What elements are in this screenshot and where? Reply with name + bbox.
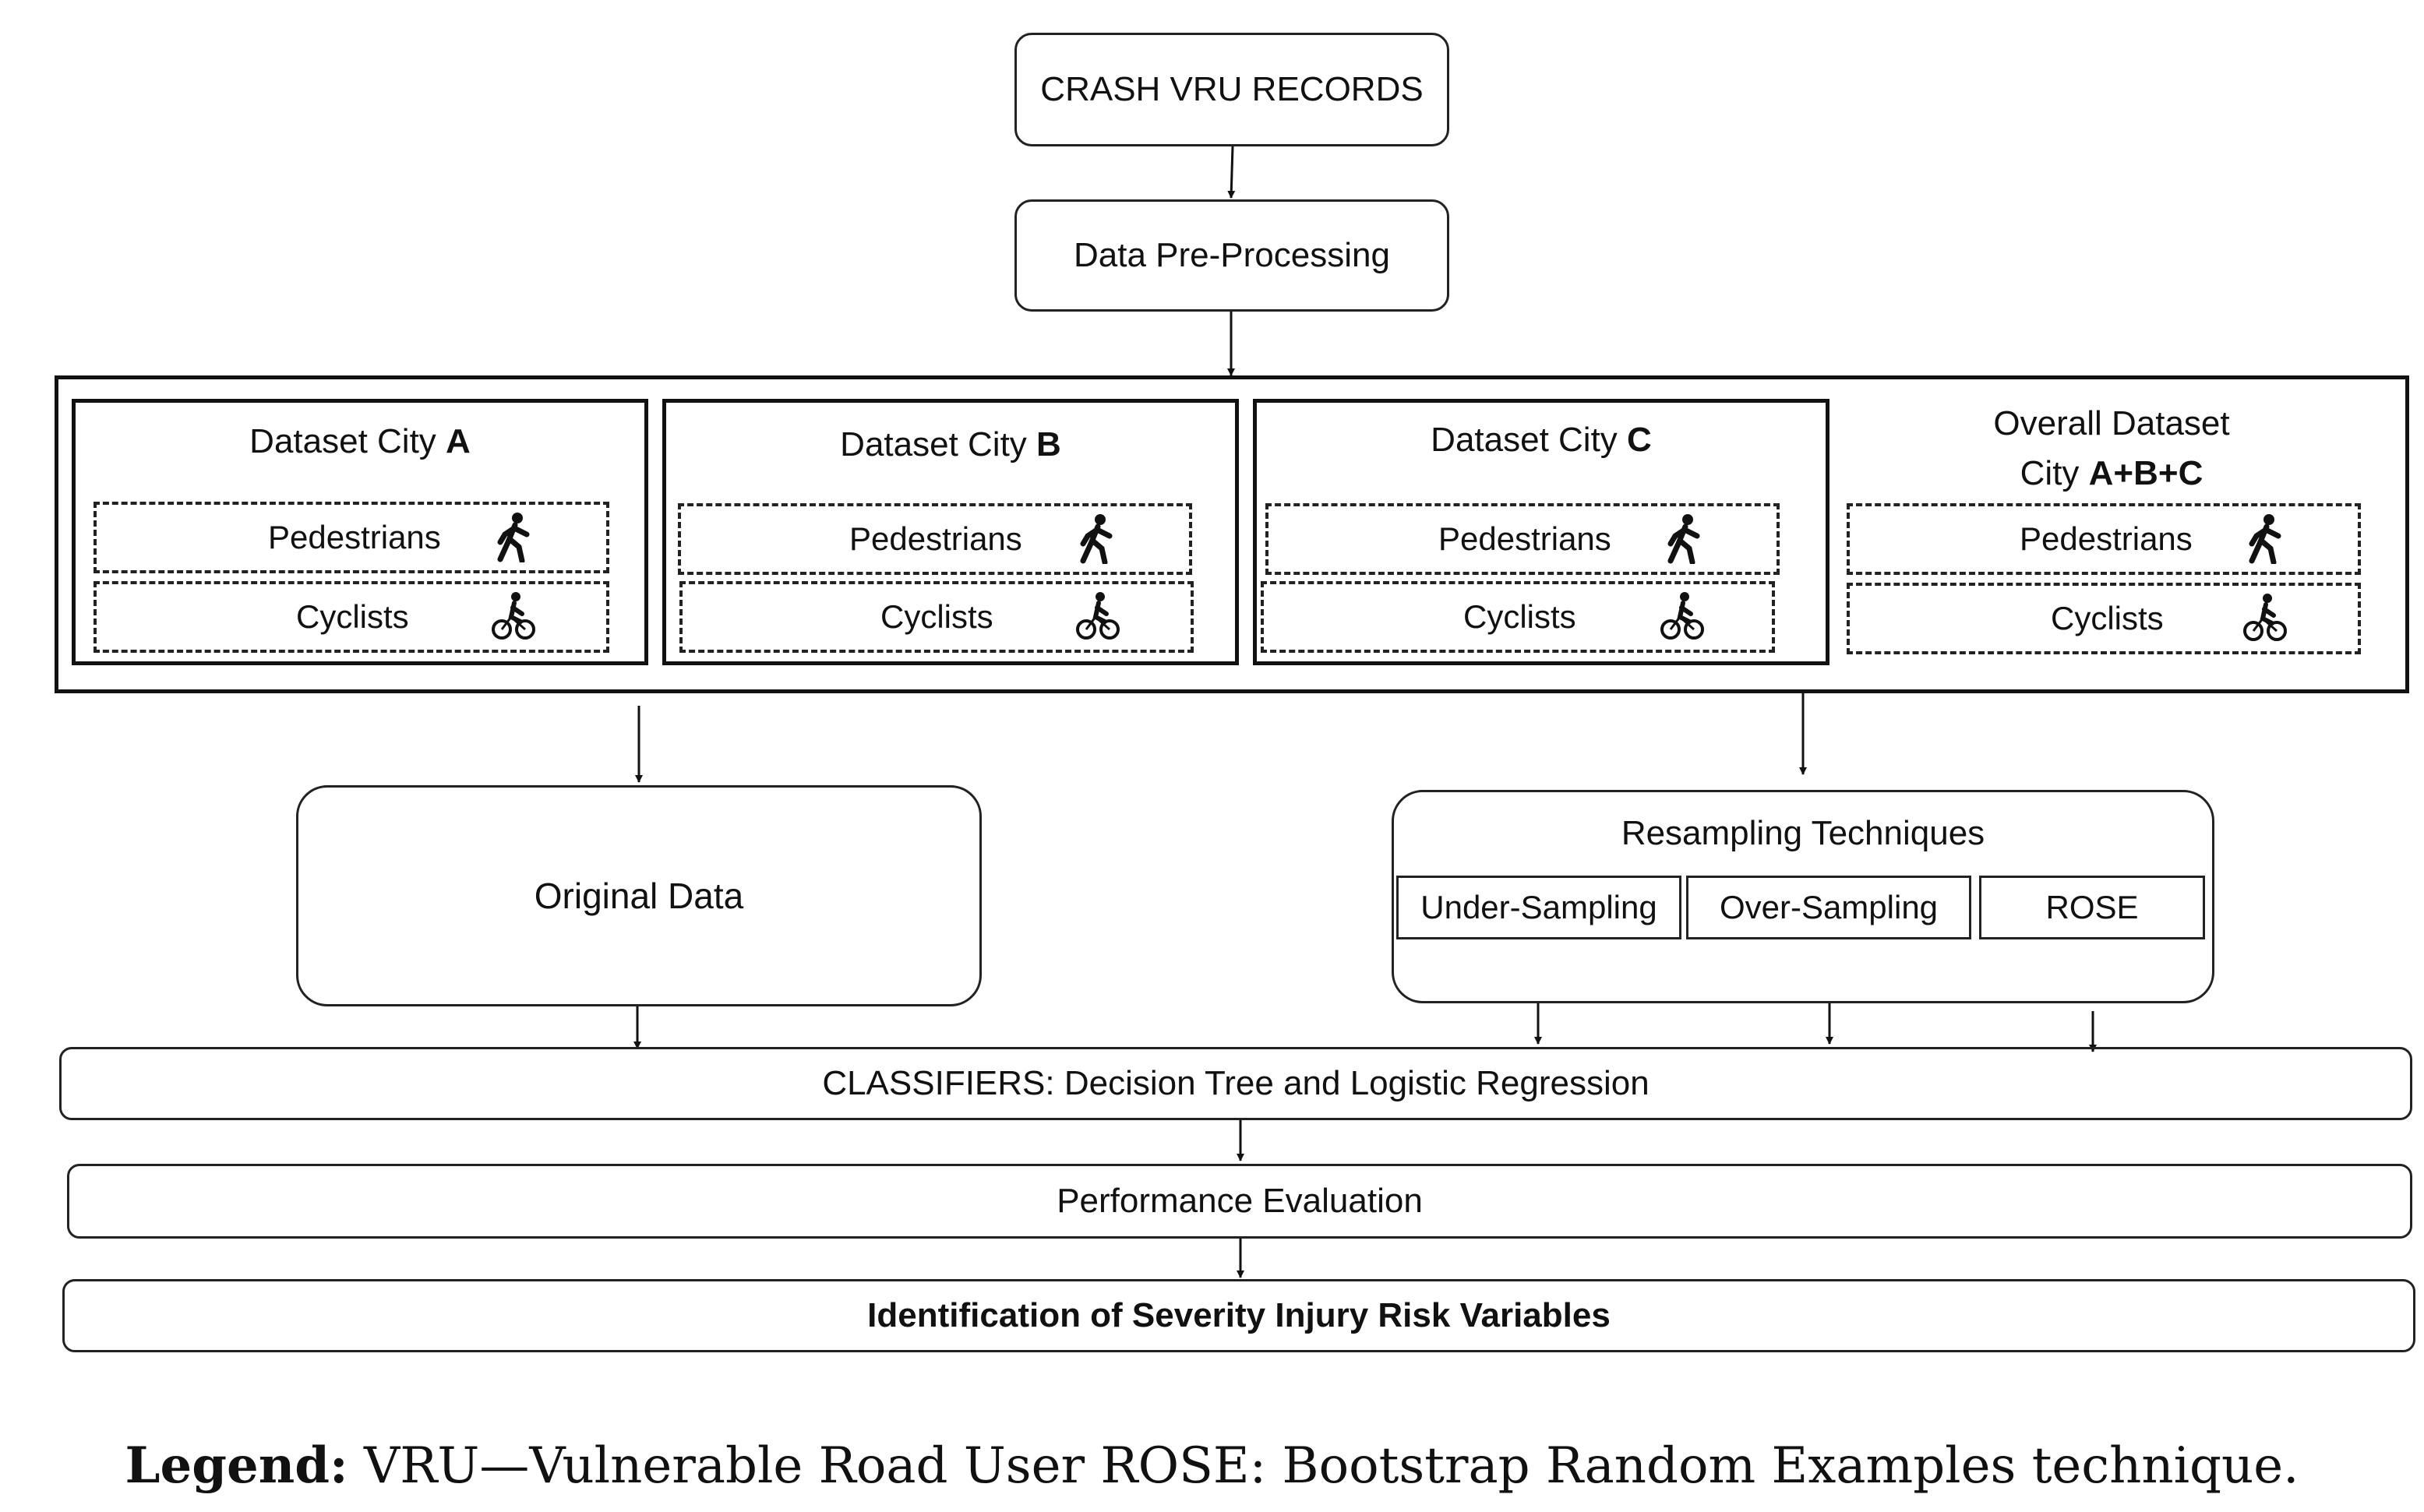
legend: Legend: VRU—Vulnerable Road User ROSE: B… bbox=[0, 1435, 2424, 1497]
overall-cyclists-row: Cyclists bbox=[1847, 583, 2361, 654]
cyclist-icon bbox=[1660, 592, 1704, 640]
performance-evaluation-label: Performance Evaluation bbox=[1057, 1182, 1423, 1220]
crash-vru-records-box: CRASH VRU RECORDS bbox=[1014, 33, 1449, 146]
data-preprocessing-label: Data Pre-Processing bbox=[1074, 236, 1390, 274]
rose-box: ROSE bbox=[1979, 876, 2205, 939]
identification-box: Identification of Severity Injury Risk V… bbox=[62, 1279, 2415, 1352]
city-b-pedestrians-label: Pedestrians bbox=[849, 520, 1022, 557]
datasets-container bbox=[55, 375, 2409, 693]
identification-label: Identification of Severity Injury Risk V… bbox=[867, 1296, 1611, 1334]
city-c-pedestrians-label: Pedestrians bbox=[1438, 520, 1611, 557]
over-sampling-label: Over-Sampling bbox=[1719, 889, 1939, 925]
dataset-overall: Overall Dataset City A+B+C bbox=[1831, 389, 2392, 502]
overall-cyclists-label: Cyclists bbox=[2051, 600, 2164, 636]
rose-label: ROSE bbox=[2045, 889, 2139, 925]
performance-evaluation-box: Performance Evaluation bbox=[67, 1164, 2412, 1239]
pedestrian-icon bbox=[2249, 514, 2281, 564]
dataset-city-c: Dataset City C bbox=[1253, 399, 1829, 665]
pedestrian-icon bbox=[1080, 514, 1113, 564]
data-preprocessing-box: Data Pre-Processing bbox=[1014, 199, 1449, 312]
over-sampling-box: Over-Sampling bbox=[1686, 876, 1971, 939]
under-sampling-box: Under-Sampling bbox=[1396, 876, 1681, 939]
city-a-cyclists-row: Cyclists bbox=[94, 581, 609, 653]
pedestrian-icon bbox=[497, 513, 530, 562]
dataset-overall-title-line1: Overall Dataset bbox=[1993, 404, 2230, 442]
legend-text: VRU—Vulnerable Road User ROSE: Bootstrap… bbox=[348, 1437, 2299, 1495]
classifiers-box: CLASSIFIERS: Decision Tree and Logistic … bbox=[59, 1047, 2412, 1120]
overall-pedestrians-label: Pedestrians bbox=[2020, 520, 2193, 557]
resampling-techniques-box: Resampling Techniques bbox=[1392, 790, 2214, 1003]
original-data-box: Original Data bbox=[296, 785, 982, 1006]
city-b-cyclists-row: Cyclists bbox=[679, 581, 1194, 653]
city-b-cyclists-label: Cyclists bbox=[880, 598, 993, 635]
city-a-pedestrians-row: Pedestrians bbox=[94, 502, 609, 573]
city-b-pedestrians-row: Pedestrians bbox=[678, 503, 1192, 575]
arrow-records-to-preprocessing bbox=[1227, 146, 1236, 199]
city-c-cyclists-row: Cyclists bbox=[1261, 581, 1775, 653]
classifiers-label: CLASSIFIERS: Decision Tree and Logistic … bbox=[822, 1064, 1650, 1102]
dataset-city-c-title: Dataset City C bbox=[1431, 421, 1652, 459]
city-c-pedestrians-row: Pedestrians bbox=[1265, 503, 1780, 575]
dataset-city-a-title: Dataset City A bbox=[249, 422, 471, 460]
cyclist-icon bbox=[1076, 592, 1120, 640]
dataset-city-a: Dataset City A bbox=[72, 399, 648, 665]
original-data-label: Original Data bbox=[534, 876, 744, 916]
overall-pedestrians-row: Pedestrians bbox=[1847, 503, 2361, 575]
legend-label: Legend: bbox=[125, 1436, 348, 1495]
dataset-city-b: Dataset City B bbox=[662, 399, 1239, 665]
cyclist-icon bbox=[492, 592, 535, 640]
under-sampling-label: Under-Sampling bbox=[1420, 889, 1657, 925]
city-c-cyclists-label: Cyclists bbox=[1463, 598, 1576, 635]
city-a-cyclists-label: Cyclists bbox=[296, 598, 409, 635]
dataset-city-b-title: Dataset City B bbox=[840, 425, 1061, 463]
resampling-techniques-title: Resampling Techniques bbox=[1621, 814, 1985, 852]
crash-vru-records-label: CRASH VRU RECORDS bbox=[1040, 70, 1424, 108]
cyclist-icon bbox=[2243, 594, 2287, 641]
city-a-pedestrians-label: Pedestrians bbox=[268, 519, 441, 555]
pedestrian-icon bbox=[1667, 514, 1700, 564]
dataset-overall-title-line2: City A+B+C bbox=[2020, 454, 2203, 492]
